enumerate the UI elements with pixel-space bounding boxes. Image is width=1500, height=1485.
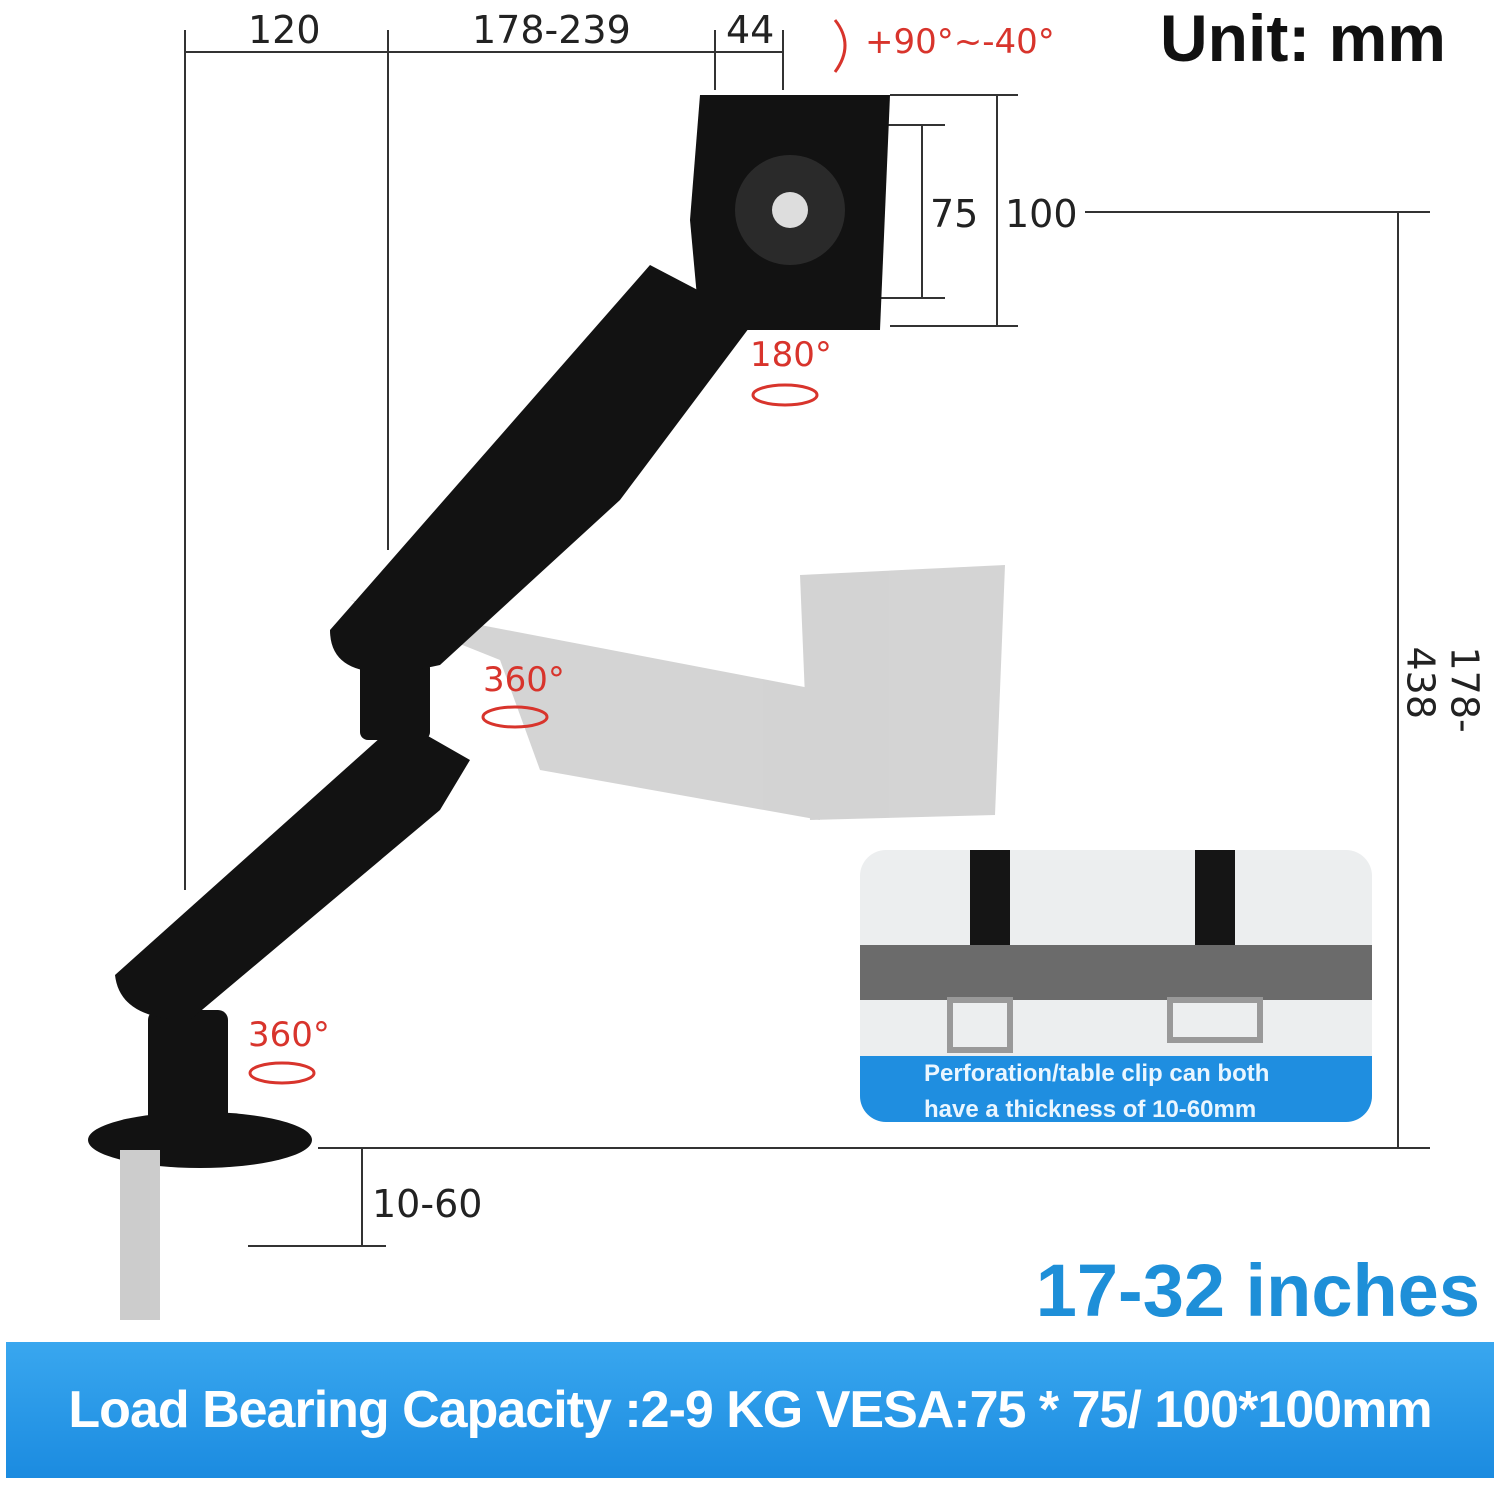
clamp-options-inset: Perforation/table clip can both have a t… bbox=[860, 850, 1372, 1122]
plate-depth-dimension: 44 bbox=[726, 8, 775, 52]
base-rotation-label: 360° bbox=[248, 1015, 330, 1055]
height-range-dimension: 178-438 bbox=[1398, 646, 1487, 733]
rotation-arrows bbox=[248, 19, 847, 1085]
arm-offset-dimension: 120 bbox=[248, 8, 321, 52]
spec-banner-text: Load Bearing Capacity :2-9 KG VESA:75 * … bbox=[68, 1381, 1432, 1439]
spec-banner: Load Bearing Capacity :2-9 KG VESA:75 * … bbox=[6, 1342, 1494, 1478]
tilt-range-label: +90°~-40° bbox=[865, 22, 1055, 62]
arm bbox=[88, 95, 890, 1320]
inset-caption: Perforation/table clip can both have a t… bbox=[860, 1056, 1372, 1122]
elbow-rotation-label: 360° bbox=[483, 660, 565, 700]
ghost-arm bbox=[350, 565, 1005, 820]
vesa-75-dimension: 75 bbox=[930, 192, 979, 236]
clamp-thickness-dimension: 10-60 bbox=[372, 1182, 483, 1226]
screen-size-label: 17-32 inches bbox=[1035, 1249, 1480, 1332]
arm-reach-dimension: 178-239 bbox=[472, 8, 631, 52]
inset-caption-line2: have a thickness of 10-60mm bbox=[924, 1096, 1257, 1122]
clamp-illustration bbox=[860, 850, 1372, 1053]
unit-label: Unit: mm bbox=[1160, 1, 1446, 75]
vesa-100-dimension: 100 bbox=[1005, 192, 1078, 236]
plate-rotation-label: 180° bbox=[750, 335, 832, 375]
inset-caption-line1: Perforation/table clip can both bbox=[924, 1060, 1270, 1087]
